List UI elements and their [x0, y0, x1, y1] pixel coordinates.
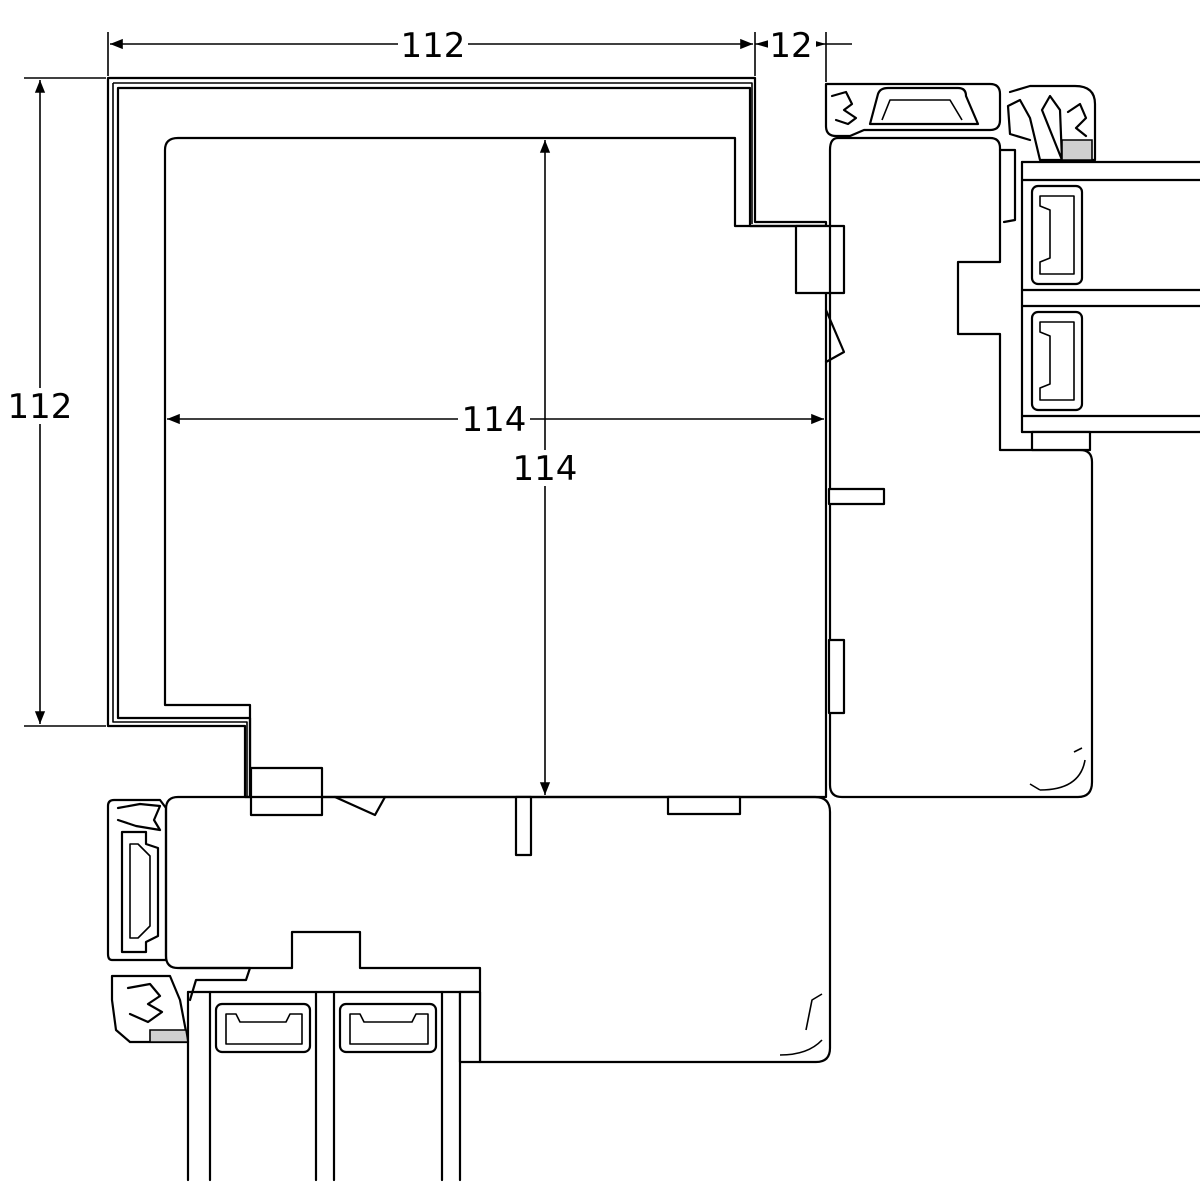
dim-label-top-width: 112 [401, 26, 466, 66]
right-glass-unit [1020, 160, 1200, 452]
outer-frame [106, 76, 828, 799]
dimension-lines [24, 32, 852, 795]
right-gasket-cluster [824, 82, 1097, 224]
bottom-gasket-cluster [106, 798, 252, 1044]
connector-block-bottom [249, 766, 324, 817]
inner-core [163, 136, 828, 799]
bottom-glass-unit [186, 990, 482, 1182]
wedge-bottom [333, 795, 387, 817]
dim-label-inner-width: 114 [462, 400, 527, 440]
wedge-top [824, 308, 846, 364]
connector-block-top [794, 224, 846, 295]
dim-label-left-height: 112 [8, 387, 73, 427]
dim-label-inner-height: 114 [513, 449, 578, 489]
dim-label-top-gap: 12 [769, 26, 812, 66]
right-sash [827, 136, 1094, 799]
